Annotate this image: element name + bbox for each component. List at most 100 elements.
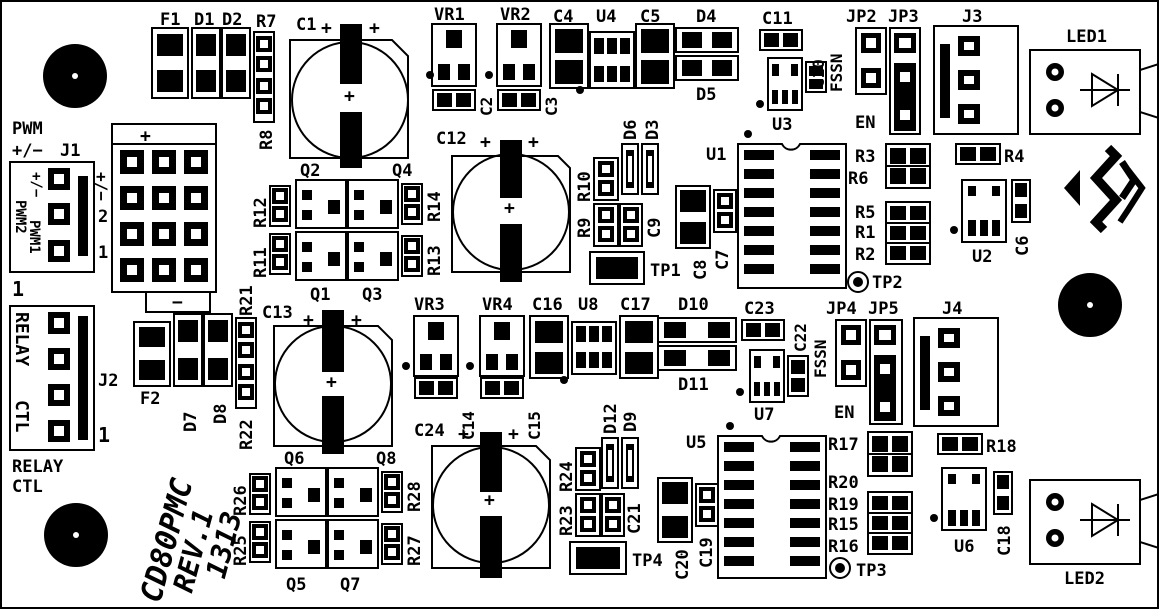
header-pin-hole — [159, 229, 169, 239]
ic-pin — [810, 264, 840, 274]
resistor-network-r17-r20 — [867, 431, 913, 477]
label-u5: U5 — [686, 433, 706, 453]
label-c18: C18 — [995, 525, 1015, 556]
testpoint-tp1 — [589, 251, 645, 285]
c12-plus-2: + — [528, 132, 539, 153]
label-r1: R1 — [855, 223, 875, 243]
label-c20: C20 — [673, 549, 693, 580]
testpoint-tp2 — [847, 271, 869, 293]
label-led2: LED2 — [1064, 569, 1105, 589]
label-jp4: JP4 — [826, 299, 857, 319]
ic-pin — [744, 169, 774, 179]
label-r15: R15 — [828, 515, 859, 535]
label-ctl: CTL — [12, 477, 43, 497]
ic-pin — [790, 499, 820, 509]
c1-plus-mark: + — [344, 86, 355, 107]
capacitor-c7 — [713, 189, 737, 233]
connector-j3 — [933, 25, 1019, 135]
label-d6: D6 — [621, 120, 641, 140]
label-r27: R27 — [405, 535, 425, 566]
label-led1: LED1 — [1066, 27, 1107, 47]
capacitor-c5 — [635, 23, 675, 89]
resistor-r26 — [249, 473, 271, 515]
label-q8: Q8 — [376, 449, 396, 469]
label-d1: D1 — [194, 10, 214, 30]
ic-pin — [744, 150, 774, 160]
ic-pin — [744, 264, 774, 274]
c1-plus-1: + — [321, 18, 332, 39]
ic-pin — [724, 518, 754, 528]
resistor-r12 — [269, 185, 291, 227]
label-q1: Q1 — [310, 285, 330, 305]
label-r26: R26 — [231, 485, 251, 516]
label-ctl-vertical: CTL — [11, 400, 32, 433]
ic-pin — [810, 188, 840, 198]
label-r24: R24 — [557, 461, 577, 492]
label-c9: C9 — [645, 218, 665, 238]
ic-pin — [744, 245, 774, 255]
transistor-q7 — [327, 519, 379, 569]
capacitor-c20 — [657, 477, 693, 543]
mounting-hole-bl — [44, 503, 108, 567]
ic-pin — [724, 461, 754, 471]
capacitor-c9 — [619, 203, 643, 247]
label-d11: D11 — [678, 375, 709, 395]
label-r10: R10 — [575, 171, 595, 202]
label-jp3: JP3 — [888, 7, 919, 27]
c12-plus-mark: + — [504, 198, 515, 219]
label-r7: R7 — [256, 12, 276, 32]
capacitor-c21 — [601, 493, 625, 537]
label-c24: C24 — [414, 421, 445, 441]
label-c15: C15 — [525, 411, 544, 440]
label-tp4: TP4 — [632, 551, 663, 571]
ic-pin — [810, 207, 840, 217]
label-d12: D12 — [601, 403, 621, 434]
regulator-vr3 — [402, 315, 459, 399]
label-c23: C23 — [744, 299, 775, 319]
label-r13: R13 — [425, 245, 445, 276]
label-r14: R14 — [425, 191, 445, 222]
label-d7: D7 — [181, 412, 201, 432]
label-d3: D3 — [643, 120, 663, 140]
fuse-f2 — [133, 321, 171, 387]
label-j1: J1 — [60, 141, 80, 161]
label-r5: R5 — [855, 203, 875, 223]
resistor-network-r3-r6 — [885, 143, 931, 189]
capacitor-c12 — [451, 140, 571, 282]
label-tp2: TP2 — [872, 273, 903, 293]
capacitor-c16 — [529, 315, 569, 379]
diode-d2 — [221, 27, 251, 99]
c24-plus-mark: + — [484, 490, 495, 511]
resistor-r10 — [593, 157, 619, 201]
resistor-network-r5-r1-r2 — [885, 201, 931, 265]
label-r23: R23 — [557, 505, 577, 536]
label-r16: R16 — [828, 537, 859, 557]
label-r22: R22 — [237, 419, 257, 450]
label-j1-pin2: 2 — [98, 207, 108, 227]
connector-j1 — [9, 161, 95, 273]
c13-plus-2: + — [351, 310, 362, 331]
label-r20: R20 — [828, 473, 859, 493]
ic-pin — [810, 150, 840, 160]
diode-d10-d11 — [657, 317, 737, 371]
header-pin-hole — [191, 193, 201, 203]
jumper-jp5 — [869, 319, 903, 425]
label-c5: C5 — [640, 7, 660, 27]
diode-d12-d9 — [601, 437, 639, 489]
board-id-block: CD80PMC REV.1 1313 — [134, 475, 249, 606]
transistor-q5 — [275, 519, 327, 569]
ic-u5 — [717, 422, 827, 579]
ic-pin — [810, 245, 840, 255]
mounting-hole-tl — [43, 44, 107, 108]
label-fssn-1: FSSN — [827, 53, 846, 92]
label-c19: C19 — [697, 537, 717, 568]
label-c13: C13 — [262, 303, 293, 323]
transistor-q2 — [295, 179, 347, 229]
label-q7: Q7 — [340, 575, 360, 595]
label-vr4: VR4 — [482, 295, 513, 315]
label-r6: R6 — [848, 169, 868, 189]
label-u1: U1 — [706, 145, 726, 165]
label-c3: C3 — [542, 97, 561, 116]
header-pin-hole — [191, 229, 201, 239]
